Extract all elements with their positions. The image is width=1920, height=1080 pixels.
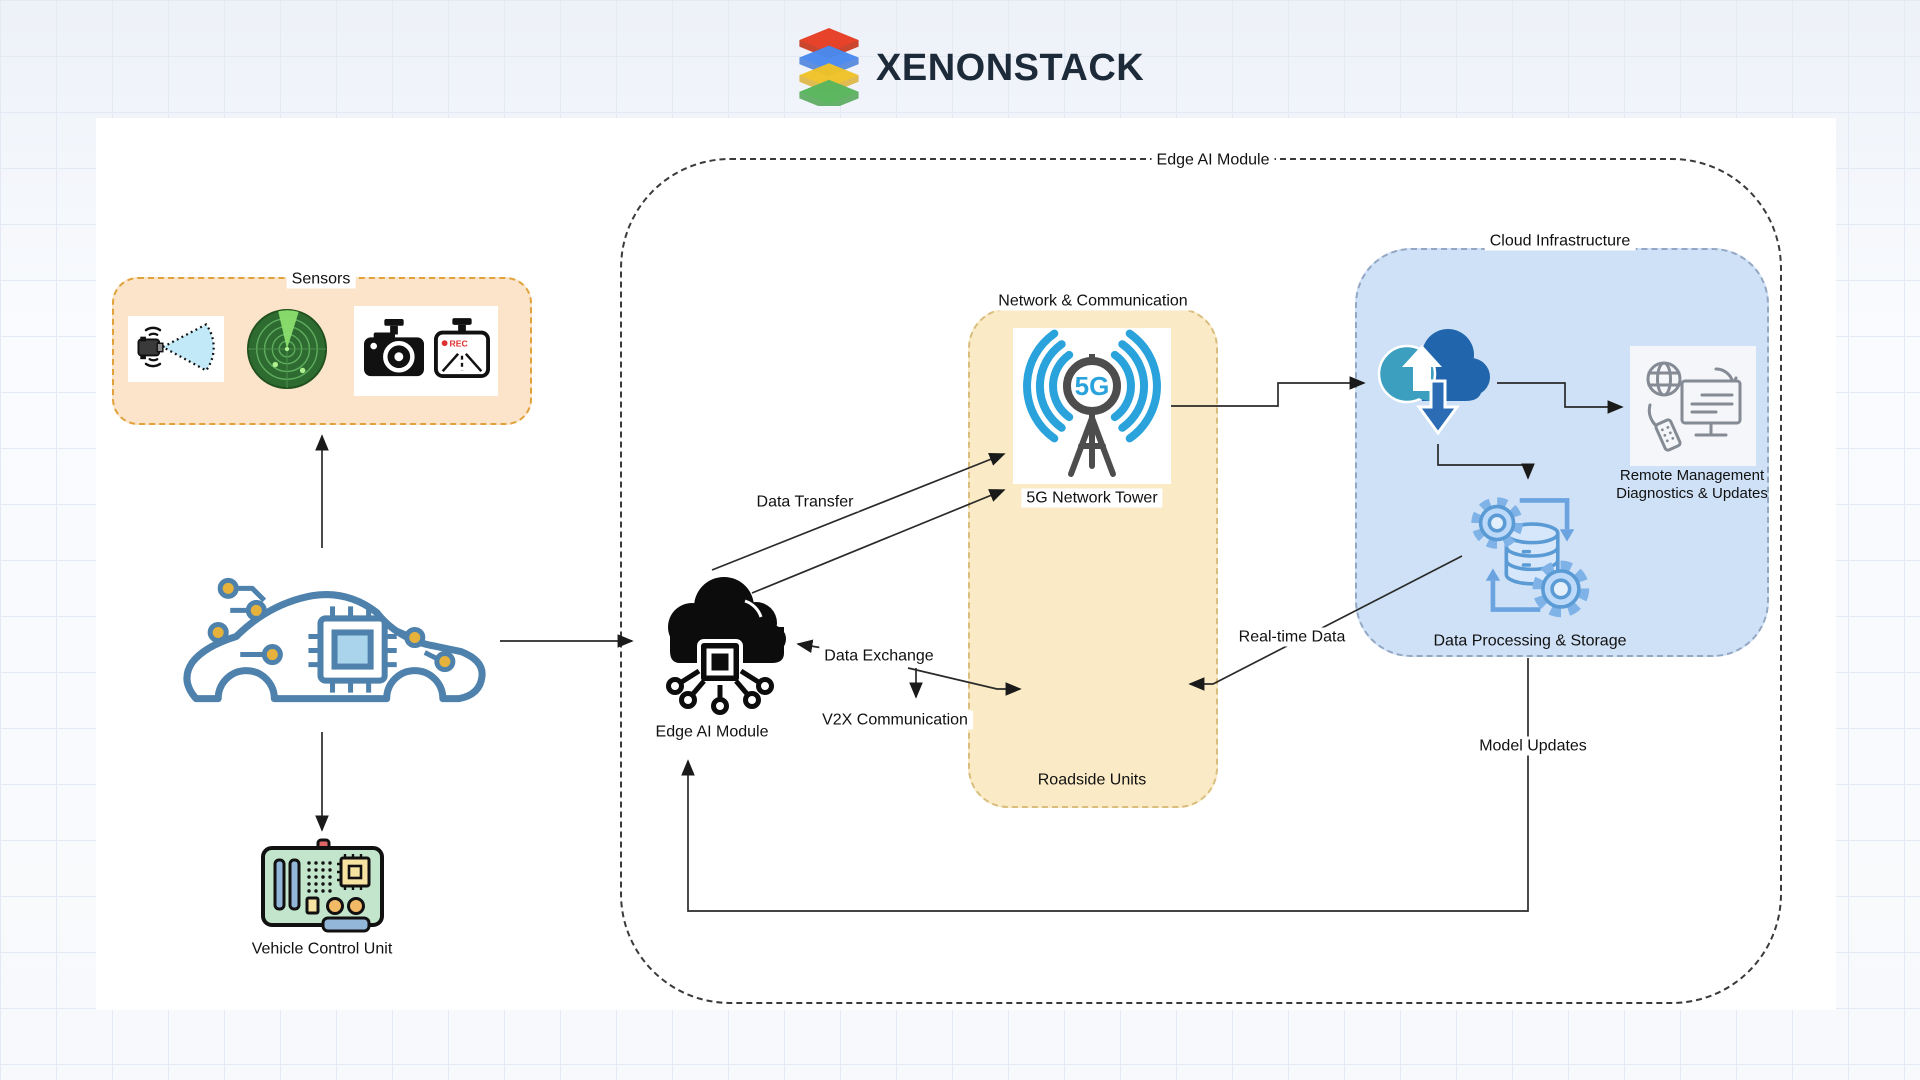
5g-tower-icon: 5G — [1013, 326, 1171, 487]
remote-management-label-line1: Remote Management — [1619, 467, 1765, 484]
vehicle-control-unit-label: Vehicle Control Unit — [246, 939, 398, 959]
v2x-communication-label: V2X Communication — [817, 710, 973, 730]
roadside-units-label: Roadside Units — [1037, 771, 1147, 789]
arrow-data-exchange-right — [907, 667, 1022, 696]
remote-management-label: Remote Management Diagnostics & Updates — [1611, 467, 1773, 503]
arrow-data-transfer-1 — [711, 453, 1006, 571]
vehicle-control-unit-icon — [257, 836, 389, 941]
sensors-label: Sensors — [286, 269, 356, 289]
remote-management-label-line2: Diagnostics & Updates — [1616, 485, 1768, 502]
5g-badge-text: 5G — [1075, 371, 1110, 401]
5g-tower-tile: 5G — [1013, 328, 1171, 484]
arrow-realtime-data — [1188, 555, 1463, 691]
cloud-infrastructure-label: Cloud Infrastructure — [1484, 231, 1636, 251]
network-communication-label: Network & Communication — [993, 291, 1193, 311]
camera-icon — [362, 318, 426, 384]
arrow-data-transfer-2 — [751, 489, 1006, 594]
dashcam-icon: REC — [434, 317, 490, 385]
arrow-cloud-to-remote — [1497, 382, 1624, 414]
remote-management-icon — [1630, 347, 1756, 466]
edge-ai-cloud-icon — [644, 563, 794, 720]
cloud-sync-icon — [1372, 317, 1498, 450]
proximity-sensor-icon — [130, 316, 222, 383]
remote-management-tile — [1630, 346, 1756, 466]
5g-network-tower-label: 5G Network Tower — [1021, 488, 1163, 508]
edge-ai-module-container-label: Edge AI Module — [1151, 150, 1275, 170]
data-transfer-label: Data Transfer — [751, 492, 859, 512]
camera-tile: REC — [354, 306, 498, 396]
arrow-model-updates — [681, 658, 1529, 912]
edge-ai-module-node-label: Edge AI Module — [650, 722, 774, 742]
xenonstack-stack-icon — [792, 26, 866, 111]
data-processing-storage-icon — [1460, 486, 1600, 631]
brand-logo: XENONSTACK — [792, 26, 1144, 111]
connected-car-icon — [152, 548, 497, 736]
dashcam-rec-text: REC — [449, 338, 468, 348]
proximity-sensor-tile — [128, 316, 224, 382]
data-processing-storage-label: Data Processing & Storage — [1433, 632, 1627, 650]
brand-name: XENONSTACK — [876, 47, 1145, 89]
data-exchange-label: Data Exchange — [819, 646, 939, 666]
model-updates-label: Model Updates — [1474, 736, 1592, 756]
arrow-tower-to-cloud — [1171, 376, 1366, 407]
radar-icon — [246, 308, 328, 395]
arrow-cloud-to-processing — [1437, 444, 1535, 480]
realtime-data-label: Real-time Data — [1233, 627, 1351, 647]
